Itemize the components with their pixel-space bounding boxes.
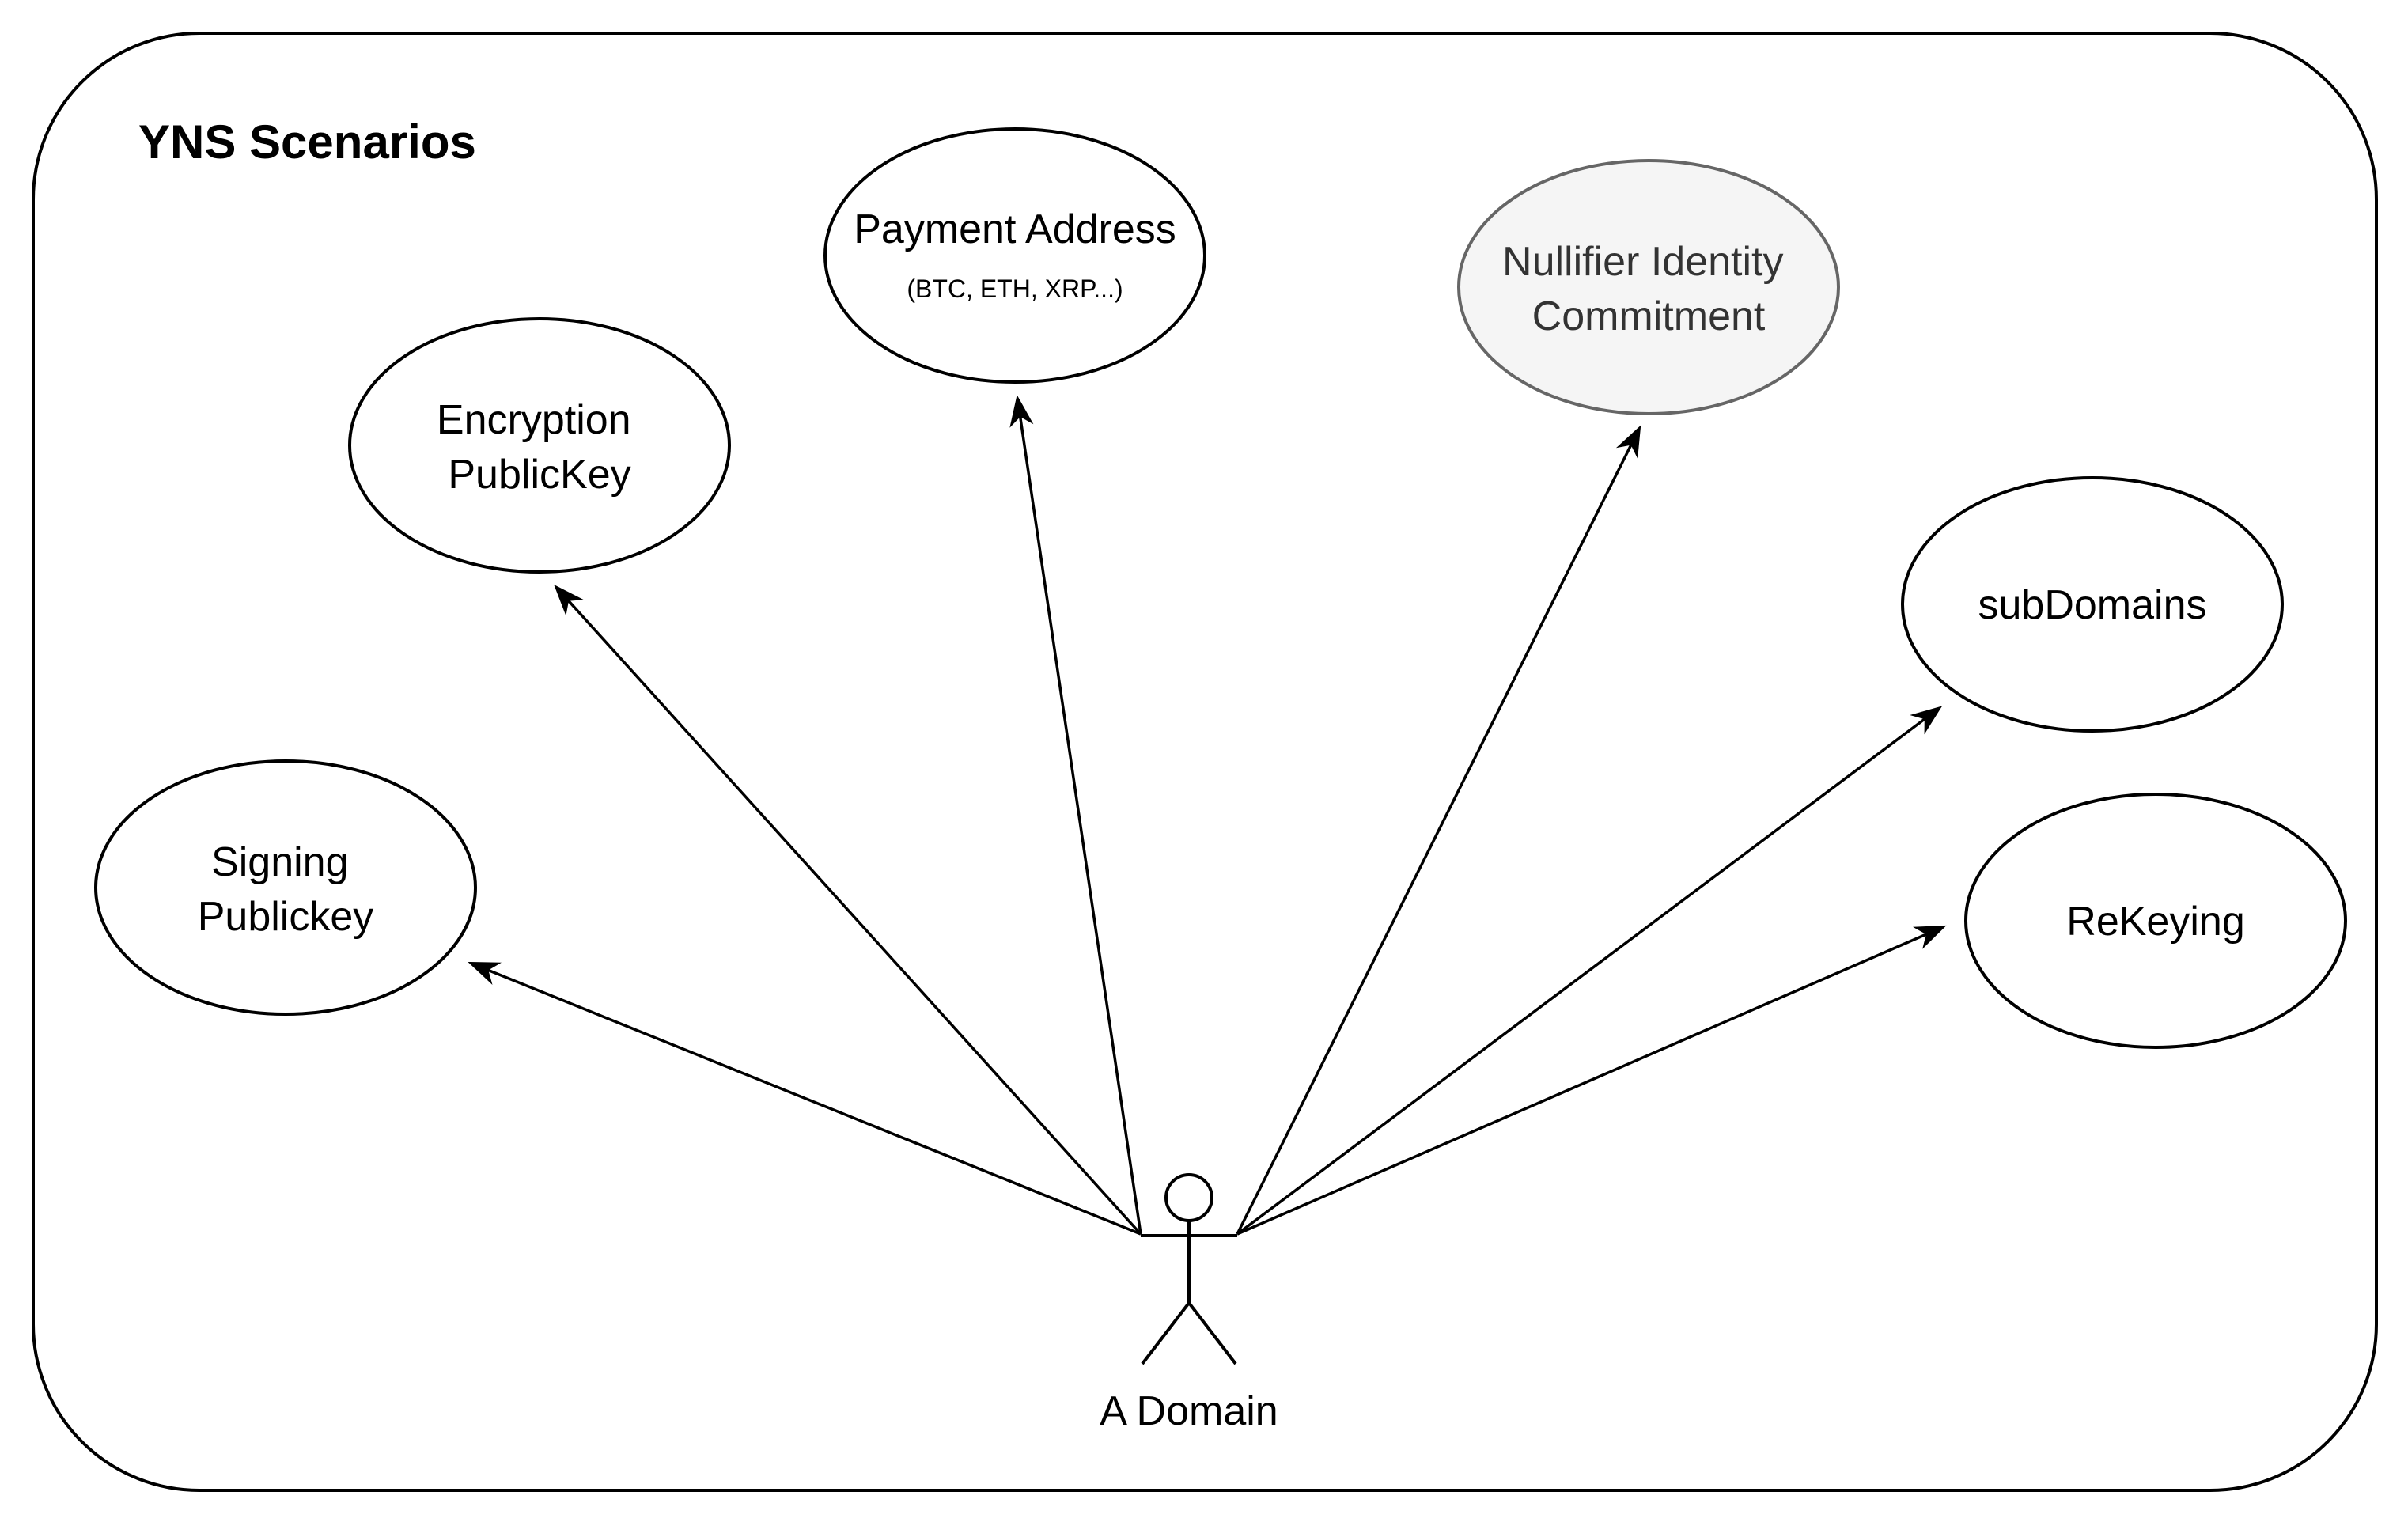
use-case-encryption-line-1: Encryption xyxy=(437,397,631,443)
use-case-signing: Signing Publickey xyxy=(94,759,477,1016)
edge-actor-to-nullifier-arrowhead xyxy=(1615,425,1641,459)
diagram-title: YNS Scenarios xyxy=(138,115,476,168)
actor-right-leg xyxy=(1187,1301,1237,1365)
edge-actor-to-subdomains-arrowhead xyxy=(1910,706,1943,735)
edge-actor-to-rekeying-arrowhead xyxy=(1913,925,1947,949)
use-case-nullifier: Nullifier Identity Commitment xyxy=(1457,159,1840,415)
edge-actor-to-payment xyxy=(1018,415,1142,1235)
use-case-signing-line-1: Signing xyxy=(211,839,348,885)
edge-actor-to-subdomains xyxy=(1236,717,1926,1236)
edge-actor-to-signing xyxy=(487,968,1142,1236)
use-case-nullifier-label: Nullifier Identity Commitment xyxy=(1502,239,1795,339)
edge-actor-to-payment-arrowhead xyxy=(1009,395,1034,428)
use-case-payment-label: Payment Address xyxy=(854,206,1176,252)
use-case-signing-label: Signing Publickey xyxy=(198,839,374,940)
actor-left-leg xyxy=(1141,1301,1191,1365)
use-case-rekeying-ellipse xyxy=(1964,793,2347,1049)
use-case-rekeying: ReKeying xyxy=(1964,793,2347,1049)
edge-actor-to-signing-arrowhead xyxy=(468,961,502,985)
use-case-subdomains-ellipse xyxy=(1901,476,2284,733)
actor-head xyxy=(1164,1173,1213,1222)
use-case-payment: Payment Address (BTC, ETH, XRP...) xyxy=(823,127,1206,384)
actor-a-domain: A Domain xyxy=(1100,1173,1278,1434)
use-case-signing-ellipse xyxy=(94,759,477,1016)
use-case-encryption-label: Encryption PublicKey xyxy=(437,397,642,498)
use-case-subdomains: subDomains xyxy=(1901,476,2284,733)
use-case-nullifier-line-2: Commitment xyxy=(1532,293,1766,339)
edge-actor-to-nullifier xyxy=(1236,443,1633,1235)
use-case-payment-ellipse xyxy=(823,127,1206,384)
actor-label: A Domain xyxy=(1100,1388,1278,1434)
use-case-encryption-line-2: PublicKey xyxy=(448,452,630,498)
use-case-subdomains-label: subDomains xyxy=(1978,582,2206,628)
use-case-nullifier-ellipse xyxy=(1457,159,1840,415)
use-case-nullifier-line-1: Nullifier Identity xyxy=(1502,239,1783,285)
stick-figure-actor-icon xyxy=(1141,1173,1237,1365)
edge-layer xyxy=(468,395,1947,1236)
use-case-payment-sublabel: (BTC, ETH, XRP...) xyxy=(907,274,1123,303)
use-case-rekeying-label: ReKeying xyxy=(2066,899,2244,945)
use-case-encryption: Encryption PublicKey xyxy=(348,317,731,574)
edge-actor-to-encryption-arrowhead xyxy=(554,584,585,616)
edge-actor-to-encryption xyxy=(566,599,1142,1236)
use-case-signing-line-2: Publickey xyxy=(198,894,374,940)
edge-actor-to-rekeying xyxy=(1236,932,1928,1236)
use-case-encryption-ellipse xyxy=(348,317,731,574)
